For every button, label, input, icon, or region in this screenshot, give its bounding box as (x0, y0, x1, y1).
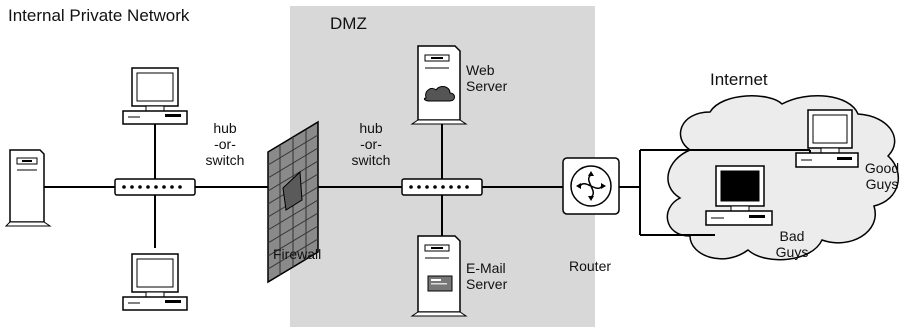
workstation-bottom-icon (122, 253, 188, 311)
hub-left-line-3: switch (205, 152, 245, 168)
email-server-line-1: E-Mail (466, 260, 506, 276)
hub-left-line-1: hub (213, 120, 237, 136)
hub-dmz-line-1: hub (359, 120, 383, 136)
hub-switch-icon-left (114, 178, 196, 196)
hub-dmz-line-2: -or- (360, 136, 382, 152)
internal-network-title: Internal Private Network (8, 6, 190, 25)
firewall-label: Firewall (273, 246, 322, 262)
hub-switch-label-dmz: hub -or- switch (346, 120, 396, 168)
internet-title: Internet (710, 70, 768, 89)
hub-dmz-line-3: switch (351, 152, 391, 168)
web-server-line-2: Server (466, 78, 508, 94)
firewall-icon (267, 120, 319, 284)
router-label: Router (569, 258, 612, 274)
hub-switch-label-left: hub -or- switch (200, 120, 250, 168)
good-guys-line-1: Good (864, 160, 900, 176)
good-guys-label: Good Guys (860, 160, 904, 192)
internal-server-icon (4, 149, 52, 227)
good-guys-workstation-icon (795, 109, 859, 168)
web-server-line-1: Web (466, 62, 495, 78)
workstation-top-icon (122, 67, 188, 125)
web-server-icon (410, 45, 468, 125)
bad-guys-line-2: Guys (775, 244, 809, 260)
bad-guys-line-1: Bad (779, 228, 805, 244)
email-server-line-2: Server (466, 276, 508, 292)
bad-guys-label: Bad Guys (770, 228, 814, 260)
email-server-icon (410, 235, 468, 317)
web-server-label: Web Server (466, 62, 507, 94)
dmz-title: DMZ (330, 14, 367, 33)
router-icon (562, 157, 620, 215)
hub-left-line-2: -or- (214, 136, 236, 152)
email-server-label: E-Mail Server (466, 260, 507, 292)
hub-switch-icon-dmz (401, 178, 483, 196)
bad-guys-workstation-icon (705, 165, 773, 226)
good-guys-line-2: Guys (865, 176, 899, 192)
